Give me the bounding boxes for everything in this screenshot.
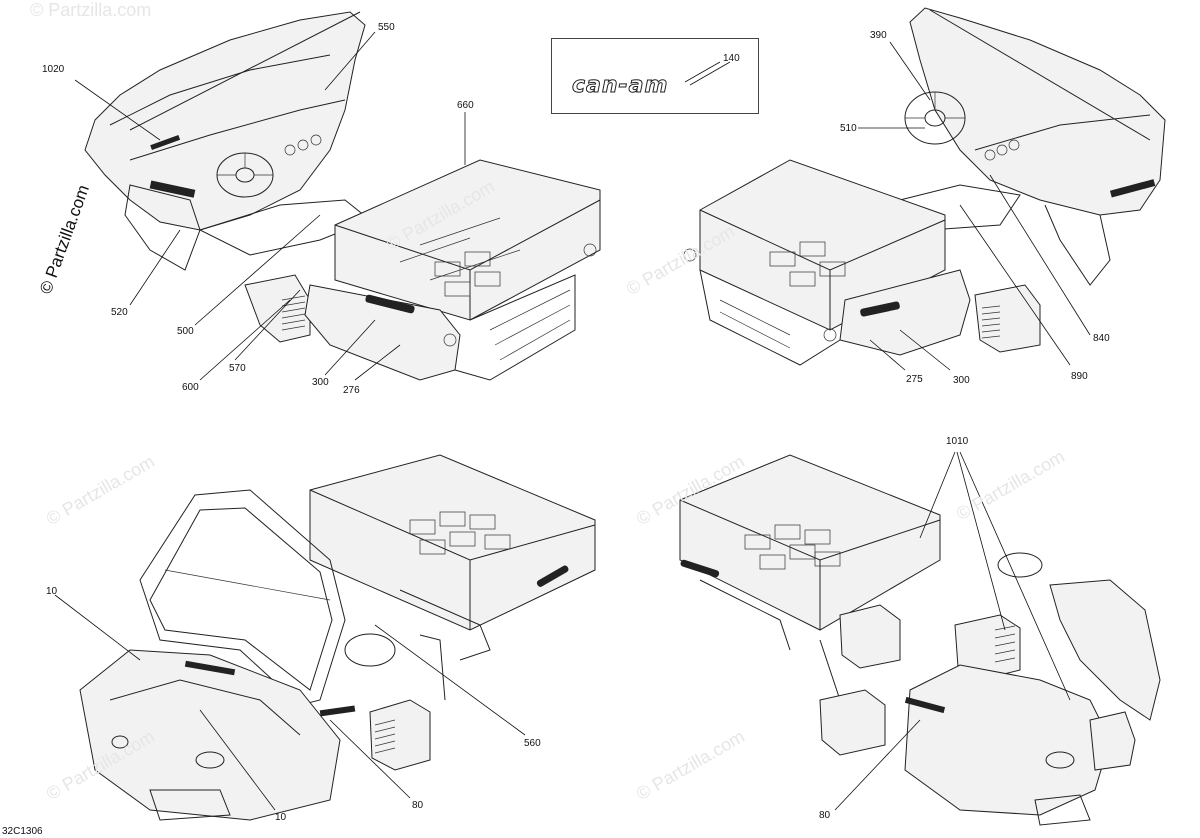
callout-80: 80: [819, 810, 831, 821]
diagram-code: 32C1306: [2, 826, 43, 837]
callout-300: 300: [312, 377, 329, 388]
callout-1020: 1020: [42, 64, 65, 75]
callout-300: 300: [953, 375, 970, 386]
callout-560: 560: [524, 738, 541, 749]
callout-520: 520: [111, 307, 128, 318]
view-top-right: [683, 7, 1166, 366]
callout-1010: 1010: [946, 436, 969, 447]
callout-80: 80: [412, 800, 424, 811]
callout-10: 10: [46, 586, 58, 597]
callout-570: 570: [229, 363, 246, 374]
watermark: © Partzilla.com: [30, 0, 152, 20]
callout-550: 550: [378, 22, 395, 33]
view-bottom-right: [679, 454, 1161, 826]
callout-890: 890: [1071, 371, 1088, 382]
callout-275: 275: [906, 374, 923, 385]
callout-840: 840: [1093, 333, 1110, 344]
callout-276: 276: [343, 385, 360, 396]
callout-390: 390: [870, 30, 887, 41]
logo-decal-panel: can-am: [551, 38, 759, 114]
callout-510: 510: [840, 123, 857, 134]
can-am-logo-decal: can-am: [571, 73, 669, 99]
callout-500: 500: [177, 326, 194, 337]
callout-10: 10: [275, 812, 287, 823]
view-bottom-left: [79, 454, 596, 821]
leader-lines: [54, 31, 1091, 811]
callout-600: 600: [182, 382, 199, 393]
callout-660: 660: [457, 100, 474, 111]
view-top-left: [84, 11, 601, 381]
callout-140: 140: [723, 53, 740, 64]
